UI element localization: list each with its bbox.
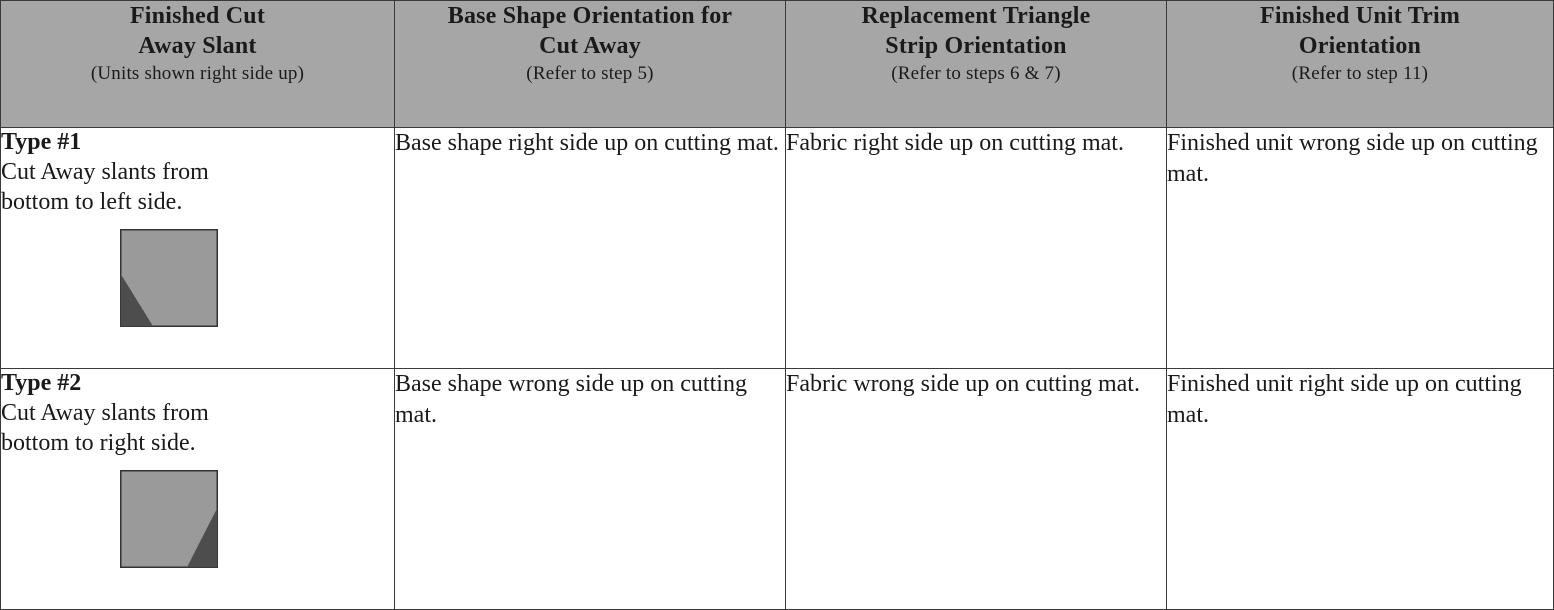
header-finished-cut-away-slant: Finished Cut Away Slant (Units shown rig… xyxy=(0,0,395,128)
replacement-strip-orientation-text: Fabric right side up on cutting mat. xyxy=(786,130,1124,156)
table-row-type-2: Type #2 Cut Away slants from bottom to r… xyxy=(0,368,1554,610)
cut-away-type-cell: Type #2 Cut Away slants from bottom to r… xyxy=(0,368,395,610)
replacement-strip-orientation-text: Fabric wrong side up on cutting mat. xyxy=(786,371,1140,397)
swatch-cutaway-triangle xyxy=(187,508,218,568)
square-cut-away-bottom-left-icon xyxy=(120,229,218,327)
base-shape-orientation-cell: Base shape right side up on cutting mat. xyxy=(394,127,786,369)
header-title-line2: Cut Away xyxy=(539,33,641,59)
cut-away-swatch xyxy=(1,470,394,568)
finished-trim-orientation-text: Finished unit wrong side up on cutting m… xyxy=(1167,130,1538,187)
square-cut-away-bottom-right-icon xyxy=(120,470,218,568)
header-finished-unit-trim: Finished Unit Trim Orientation (Refer to… xyxy=(1166,0,1554,128)
finished-trim-orientation-text: Finished unit right side up on cutting m… xyxy=(1167,371,1522,428)
header-title-line1: Finished Unit Trim xyxy=(1259,3,1461,29)
finished-trim-orientation-cell: Finished unit wrong side up on cutting m… xyxy=(1166,127,1554,369)
base-shape-orientation-cell: Base shape wrong side up on cutting mat. xyxy=(394,368,786,610)
header-title-line2: Strip Orientation xyxy=(885,33,1067,59)
type-description: Cut Away slants from bottom to right sid… xyxy=(1,400,209,456)
type-label: Type #1 xyxy=(1,129,82,155)
header-title-line2: Orientation xyxy=(1298,33,1422,59)
type-description: Cut Away slants from bottom to left side… xyxy=(1,159,209,215)
base-shape-orientation-text: Base shape right side up on cutting mat. xyxy=(395,130,779,156)
header-title-line1: Replacement Triangle xyxy=(861,3,1091,29)
base-shape-orientation-text: Base shape wrong side up on cutting mat. xyxy=(395,371,747,428)
replacement-strip-orientation-cell: Fabric right side up on cutting mat. xyxy=(785,127,1167,369)
header-note: (Refer to step 11) xyxy=(1291,63,1429,84)
header-note: (Units shown right side up) xyxy=(90,63,305,84)
type-label: Type #2 xyxy=(1,370,82,396)
finished-trim-orientation-cell: Finished unit right side up on cutting m… xyxy=(1166,368,1554,610)
replacement-strip-orientation-cell: Fabric wrong side up on cutting mat. xyxy=(785,368,1167,610)
header-title-line2: Away Slant xyxy=(138,33,257,59)
header-replacement-triangle-strip: Replacement Triangle Strip Orientation (… xyxy=(785,0,1167,128)
header-title-line1: Finished Cut xyxy=(129,3,266,29)
header-row: Finished Cut Away Slant (Units shown rig… xyxy=(0,0,1554,128)
header-note: (Refer to step 5) xyxy=(526,63,654,84)
cut-away-type-cell: Type #1 Cut Away slants from bottom to l… xyxy=(0,127,395,369)
header-note: (Refer to steps 6 & 7) xyxy=(891,63,1061,84)
cut-away-swatch xyxy=(1,229,394,327)
header-base-shape-orientation: Base Shape Orientation for Cut Away (Ref… xyxy=(394,0,786,128)
table-row-type-1: Type #1 Cut Away slants from bottom to l… xyxy=(0,127,1554,369)
swatch-cutaway-triangle xyxy=(120,274,153,327)
header-title-line1: Base Shape Orientation for xyxy=(447,3,733,29)
